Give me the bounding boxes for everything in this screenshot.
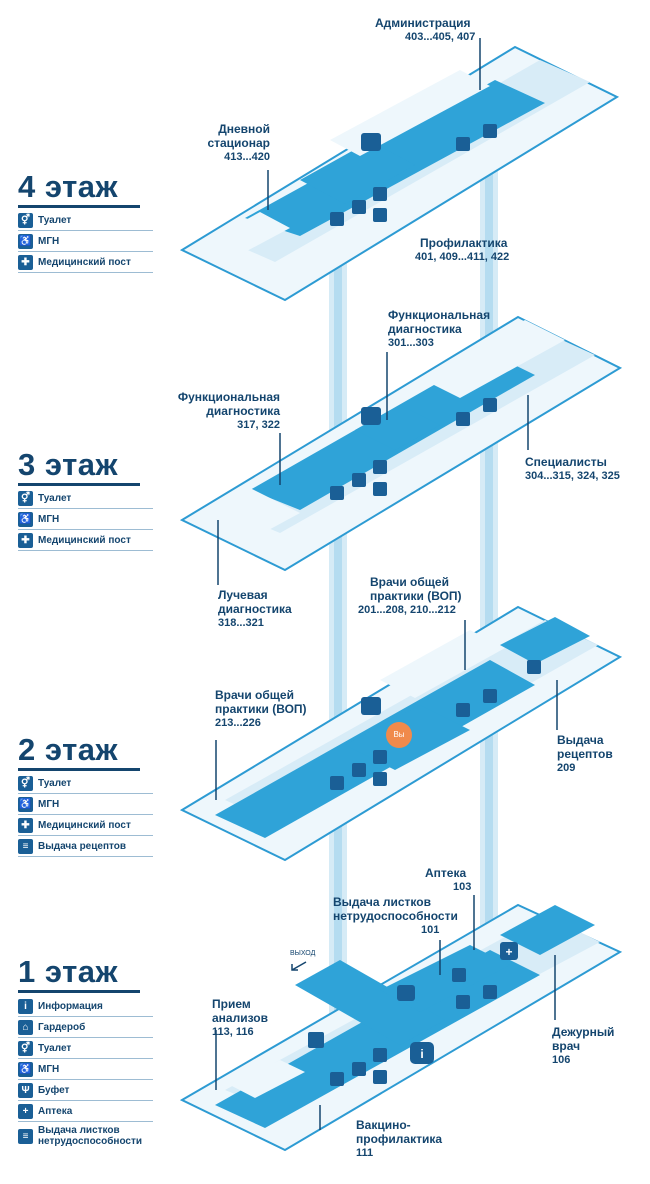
floor-4-plan <box>179 45 620 302</box>
legend-item: ✚Медицинский пост <box>18 530 153 551</box>
nurse-post-icon: ✚ <box>18 254 33 270</box>
floor-2-title: 2 этаж <box>18 733 140 771</box>
legend-item: ✚Медицинский пост <box>18 252 153 273</box>
legend-item: +Аптека <box>18 1101 153 1122</box>
pharmacy-icon: + <box>505 945 512 959</box>
floor-4-legend: ⚥Туалет ♿МГН ✚Медицинский пост <box>18 210 153 273</box>
legend-item: ♿МГН <box>18 231 153 252</box>
leader-lines <box>215 38 558 1130</box>
toilet-icon: ⚥ <box>18 1040 33 1056</box>
pharmacy-icon: + <box>18 1103 33 1119</box>
floor-2-legend: ⚥Туалет ♿МГН ✚Медицинский пост ≡Выдача р… <box>18 773 153 857</box>
legend-item: ♿МГН <box>18 794 153 815</box>
legend-item: ✚Медицинский пост <box>18 815 153 836</box>
room-label: Врачи общей практики (ВОП)201...208, 210… <box>358 575 462 616</box>
info-icon: i <box>420 1047 423 1061</box>
sick-leave-icon: ≡ <box>18 1128 33 1144</box>
you-are-here-marker: Вы <box>386 722 412 748</box>
toilet-icon: ⚥ <box>18 212 33 228</box>
legend-item: ⚥Туалет <box>18 1038 153 1059</box>
prescription-icon: ≡ <box>18 838 33 854</box>
wheelchair-icon: ♿ <box>18 511 33 527</box>
toilet-icon: ⚥ <box>18 490 33 506</box>
legend-item: ⚥Туалет <box>18 210 153 231</box>
legend-item: ⚥Туалет <box>18 773 153 794</box>
room-label: Врачи общей практики (ВОП)213...226 <box>215 688 307 729</box>
legend-item: ♿МГН <box>18 509 153 530</box>
floor-1-plan <box>179 903 623 1152</box>
floor-3-legend: ⚥Туалет ♿МГН ✚Медицинский пост <box>18 488 153 551</box>
wheelchair-icon: ♿ <box>18 1061 33 1077</box>
legend-item: ⚥Туалет <box>18 488 153 509</box>
legend-item: ≡Выдача листков нетрудоспособности <box>18 1122 153 1150</box>
floor-4-title: 4 этаж <box>18 170 140 208</box>
legend-item: ≡Выдача рецептов <box>18 836 153 857</box>
legend-item: ♿МГН <box>18 1059 153 1080</box>
exit-label: ВЫХОД <box>290 950 316 957</box>
wheelchair-icon: ♿ <box>18 796 33 812</box>
nurse-post-icon: ✚ <box>18 532 33 548</box>
map-icons <box>308 124 541 1086</box>
wardrobe-icon: ⌂ <box>18 1019 33 1035</box>
nurse-post-icon: ✚ <box>18 817 33 833</box>
toilet-icon: ⚥ <box>18 775 33 791</box>
floor-1-title: 1 этаж <box>18 955 140 993</box>
wheelchair-icon: ♿ <box>18 233 33 249</box>
legend-item: ⌂Гардероб <box>18 1017 153 1038</box>
info-icon: i <box>18 998 33 1014</box>
floor-3-title: 3 этаж <box>18 448 140 486</box>
floor-3-plan <box>179 315 623 572</box>
buffet-icon: Ψ <box>18 1082 33 1098</box>
exit-arrow-icon <box>291 961 307 971</box>
